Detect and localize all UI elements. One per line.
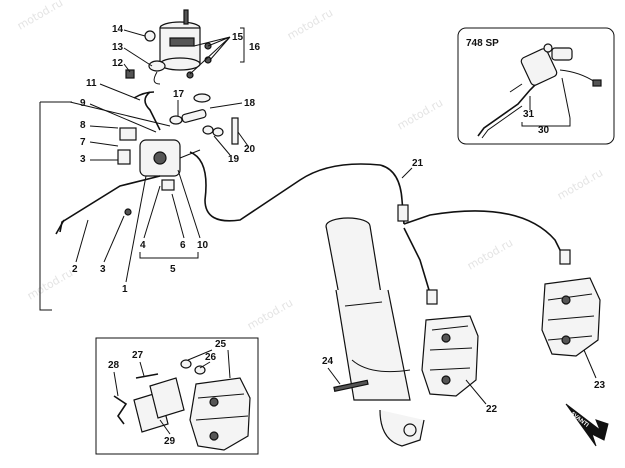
- inset-master-cylinder: [520, 48, 558, 86]
- fork-slider: [335, 289, 411, 401]
- callout-24: 24: [322, 356, 334, 367]
- callout-17: 17: [173, 89, 185, 100]
- watermark-text: motod.ru: [395, 96, 445, 132]
- brake-hose: 21: [189, 151, 571, 305]
- lower-callouts: 4 6 10 5: [139, 169, 209, 275]
- brake-line-right: [403, 210, 565, 259]
- callout-4: 4: [140, 240, 146, 251]
- pad-spring-28: [113, 395, 128, 425]
- callout-8: 8: [80, 120, 86, 131]
- watermark-text: motod.ru: [25, 266, 75, 302]
- callout-20: 20: [244, 144, 256, 155]
- brake-lever: [59, 175, 161, 233]
- callout-25: 25: [215, 339, 227, 350]
- fittings-19-20: 19 20: [202, 117, 256, 165]
- inset-caliper-detail: 28 27 26 25 29: [95, 337, 259, 455]
- callout-9: 9: [80, 98, 86, 109]
- inset-title: 748 SP: [466, 38, 499, 49]
- brake-line-main: [189, 151, 405, 225]
- inset-wire: [559, 69, 596, 83]
- inset-reservoir: [551, 47, 573, 61]
- callout-19: 19: [228, 154, 240, 165]
- hose-splitter: [397, 204, 409, 222]
- callout-3: 3: [100, 264, 106, 275]
- callout-13: 13: [112, 42, 124, 53]
- caliper-bolt-24: [333, 379, 369, 392]
- callout-2: 2: [72, 264, 78, 275]
- fork-leg: 24: [322, 217, 425, 447]
- reservoir-cap-part-14: [144, 30, 156, 42]
- inset-caliper-frame: [95, 337, 259, 455]
- inset-748sp: 748 SP 31 30: [457, 27, 615, 145]
- callout-5: 5: [170, 264, 176, 275]
- callout-28: 28: [108, 360, 120, 371]
- caliper-detail: [189, 377, 251, 451]
- inset-lever: [477, 79, 541, 137]
- callout-26: 26: [205, 352, 217, 363]
- hose-clamp-12: [125, 69, 135, 79]
- callout-21: 21: [412, 158, 424, 169]
- callout-12: 12: [112, 58, 124, 69]
- callout-10: 10: [197, 240, 209, 251]
- callout-11: 11: [86, 78, 97, 89]
- forward-direction-arrow: AVANTI: [565, 403, 609, 447]
- caliper-23: [541, 277, 601, 357]
- callout-23: 23: [594, 380, 606, 391]
- reservoir-hose: 12 11: [86, 58, 161, 131]
- callout-29: 29: [164, 436, 176, 447]
- left-callouts: 9 8 7 3 2 3 1: [72, 98, 157, 295]
- watermark-text: motod.ru: [245, 296, 295, 332]
- watermark-text: motod.ru: [285, 6, 335, 42]
- callout-30: 30: [538, 125, 550, 136]
- callout-7: 7: [80, 137, 86, 148]
- inset-frame: [457, 27, 615, 145]
- callout-22: 22: [486, 404, 498, 415]
- callout-15: 15: [232, 32, 244, 43]
- watermark-text: motod.ru: [555, 166, 605, 202]
- reservoir-assembly: 15 16 14 13: [112, 9, 261, 85]
- callout-31: 31: [523, 109, 535, 120]
- callout-1: 1: [122, 284, 128, 295]
- bleed-screw-26: [180, 359, 192, 369]
- caliper-right: 23: [541, 277, 606, 391]
- callout-16: 16: [249, 42, 261, 53]
- callout-3: 3: [80, 154, 86, 165]
- callout-6: 6: [180, 240, 186, 251]
- reservoir-clamp-13: [148, 60, 166, 72]
- brake-line-left: [403, 227, 433, 301]
- fork-tube-upper: [325, 225, 383, 301]
- caliper-22: [421, 315, 479, 397]
- fittings-17-18: 17 18: [169, 89, 256, 125]
- caliper-left: 22: [421, 315, 498, 415]
- watermark-text: motod.ru: [465, 236, 515, 272]
- callout-27: 27: [132, 350, 144, 361]
- watermark-text: motod.ru: [15, 0, 65, 33]
- callout-18: 18: [244, 98, 256, 109]
- master-cylinder-assembly: [39, 101, 201, 311]
- watermark-layer: motod.ru motod.ru motod.ru motod.ru moto…: [15, 0, 605, 333]
- pad-pin-27: [135, 373, 159, 379]
- fork-foot: [379, 409, 425, 447]
- callout-14: 14: [112, 24, 124, 35]
